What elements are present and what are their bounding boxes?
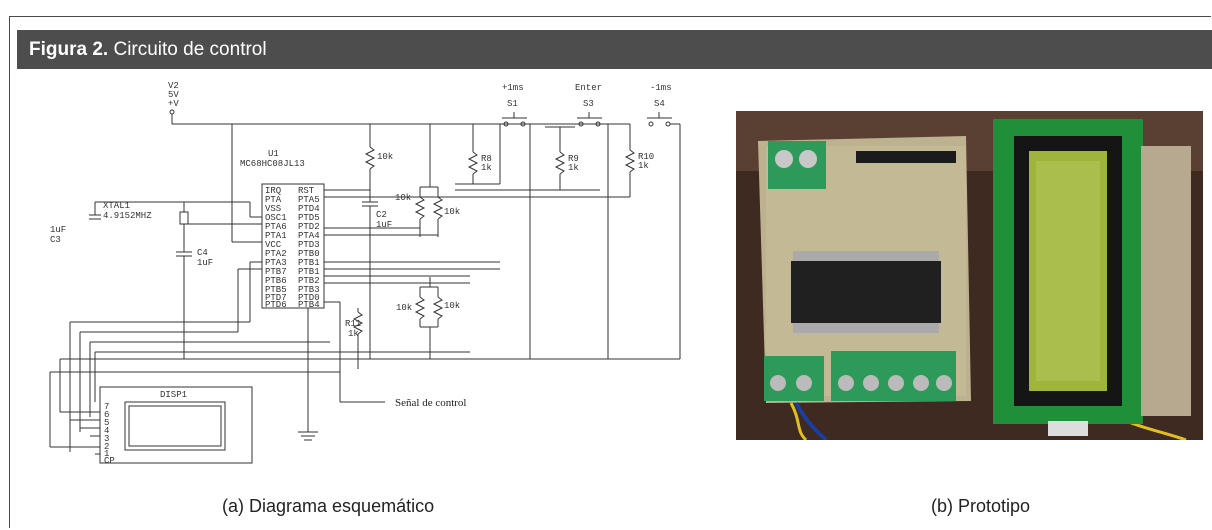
ic-pin-left: PTA [265,195,282,205]
ic-pin-left: PTA2 [265,249,287,259]
supply-label-1: V2 [168,81,179,91]
ic-pin-right: PTD3 [298,240,320,250]
r-10k-lower-right: 10k [444,301,460,311]
ic-pin-right: PTB0 [298,249,320,259]
display-ref: DISP1 [160,390,187,400]
ic-pin-left: PTB5 [265,285,287,295]
r-10k-top: 10k [377,152,393,162]
control-signal-label: Señal de control [395,397,466,409]
ic-pin-left: VCC [265,240,282,250]
c3-value: 1uF [50,225,66,235]
ic-pin-left: PTB6 [265,276,287,286]
ic-pin-left: PTA3 [265,258,287,268]
r11-ref: R11 [345,319,361,329]
switch-s3-ref: S3 [583,99,594,109]
switch-s3-label: Enter [575,83,602,93]
r9-value: 1k [568,163,579,173]
r8-ref: R8 [481,154,492,164]
ic-pin-right: PTB4 [298,300,320,310]
display-pin: 2 [104,442,109,452]
ic-pin-right: PTA5 [298,195,320,205]
ic-pin-right: PTB1 [298,267,320,277]
prototype-photo [736,111,1203,440]
display-pin: 3 [104,434,109,444]
ic-pin-right: RST [298,186,315,196]
ic-pin-right: PTB2 [298,276,320,286]
r-10k-right: 10k [444,207,460,217]
display-pin: 4 [104,426,109,436]
c3-ref: C3 [50,235,61,245]
c2-ref: C2 [376,210,387,220]
c4-ref: C4 [197,248,208,258]
crystal-name: XTAL1 [103,201,130,211]
c2-value: 1uF [376,220,392,230]
ic-pin-right: PTD5 [298,213,320,223]
ic-pin-right: PTA4 [298,231,320,241]
r-10k-lower-left: 10k [396,303,412,313]
ic-pin-right: PTB1 [298,258,320,268]
ic-pin-left: PTB7 [265,267,287,277]
r11-value: 1k [348,329,359,339]
ic-pin-left: VSS [265,204,281,214]
figure-header: Figura 2. Circuito de control [17,30,1212,69]
ic-pin-left: OSC1 [265,213,287,223]
crystal-freq: 4.9152MHZ [103,211,152,221]
ic-pin-left: PTA6 [265,222,287,232]
display-pin: 1 [104,449,109,459]
c4-value: 1uF [197,258,213,268]
ic-pin-left: IRQ [265,186,281,196]
switch-s1-label: +1ms [502,83,524,93]
supply-label-3: +V [168,99,179,109]
switch-s4-ref: S4 [654,99,665,109]
display-pin: 5 [104,418,109,428]
r-10k-left: 10k [395,193,411,203]
ic-pin-right: PTD4 [298,204,320,214]
display-pin: 7 [104,402,109,412]
r10-value: 1k [638,161,649,171]
switch-s4-label: -1ms [650,83,672,93]
caption-b: (b) Prototipo [931,496,1031,516]
ic-pin-right: PTB3 [298,285,320,295]
figure-frame [9,16,1211,528]
r10-ref: R10 [638,152,654,162]
r8-value: 1k [481,163,492,173]
display-pin: 6 [104,410,109,420]
ic-pin-right: PTD2 [298,222,320,232]
ic-pin-left: PTA1 [265,231,287,241]
schematic-diagram: V2 5V +V U1 MC68HC08JL13 XTAL1 4.9152MHZ… [49,81,681,466]
display-pin: CP [104,456,115,466]
caption-a: (a) Diagrama esquemático [222,496,435,516]
ic-pin-left: PTD6 [265,300,287,310]
figure-title: Circuito de control [108,39,267,60]
r9-ref: R9 [568,154,579,164]
ic-pin-right: PTD0 [298,293,320,303]
switch-s1-ref: S1 [507,99,518,109]
ic-pin-left: PTD7 [265,293,287,303]
ic-name: U1 [268,149,279,159]
figure-label: Figura 2. [29,39,109,60]
supply-label-2: 5V [168,90,179,100]
ic-part: MC68HC08JL13 [240,159,305,169]
